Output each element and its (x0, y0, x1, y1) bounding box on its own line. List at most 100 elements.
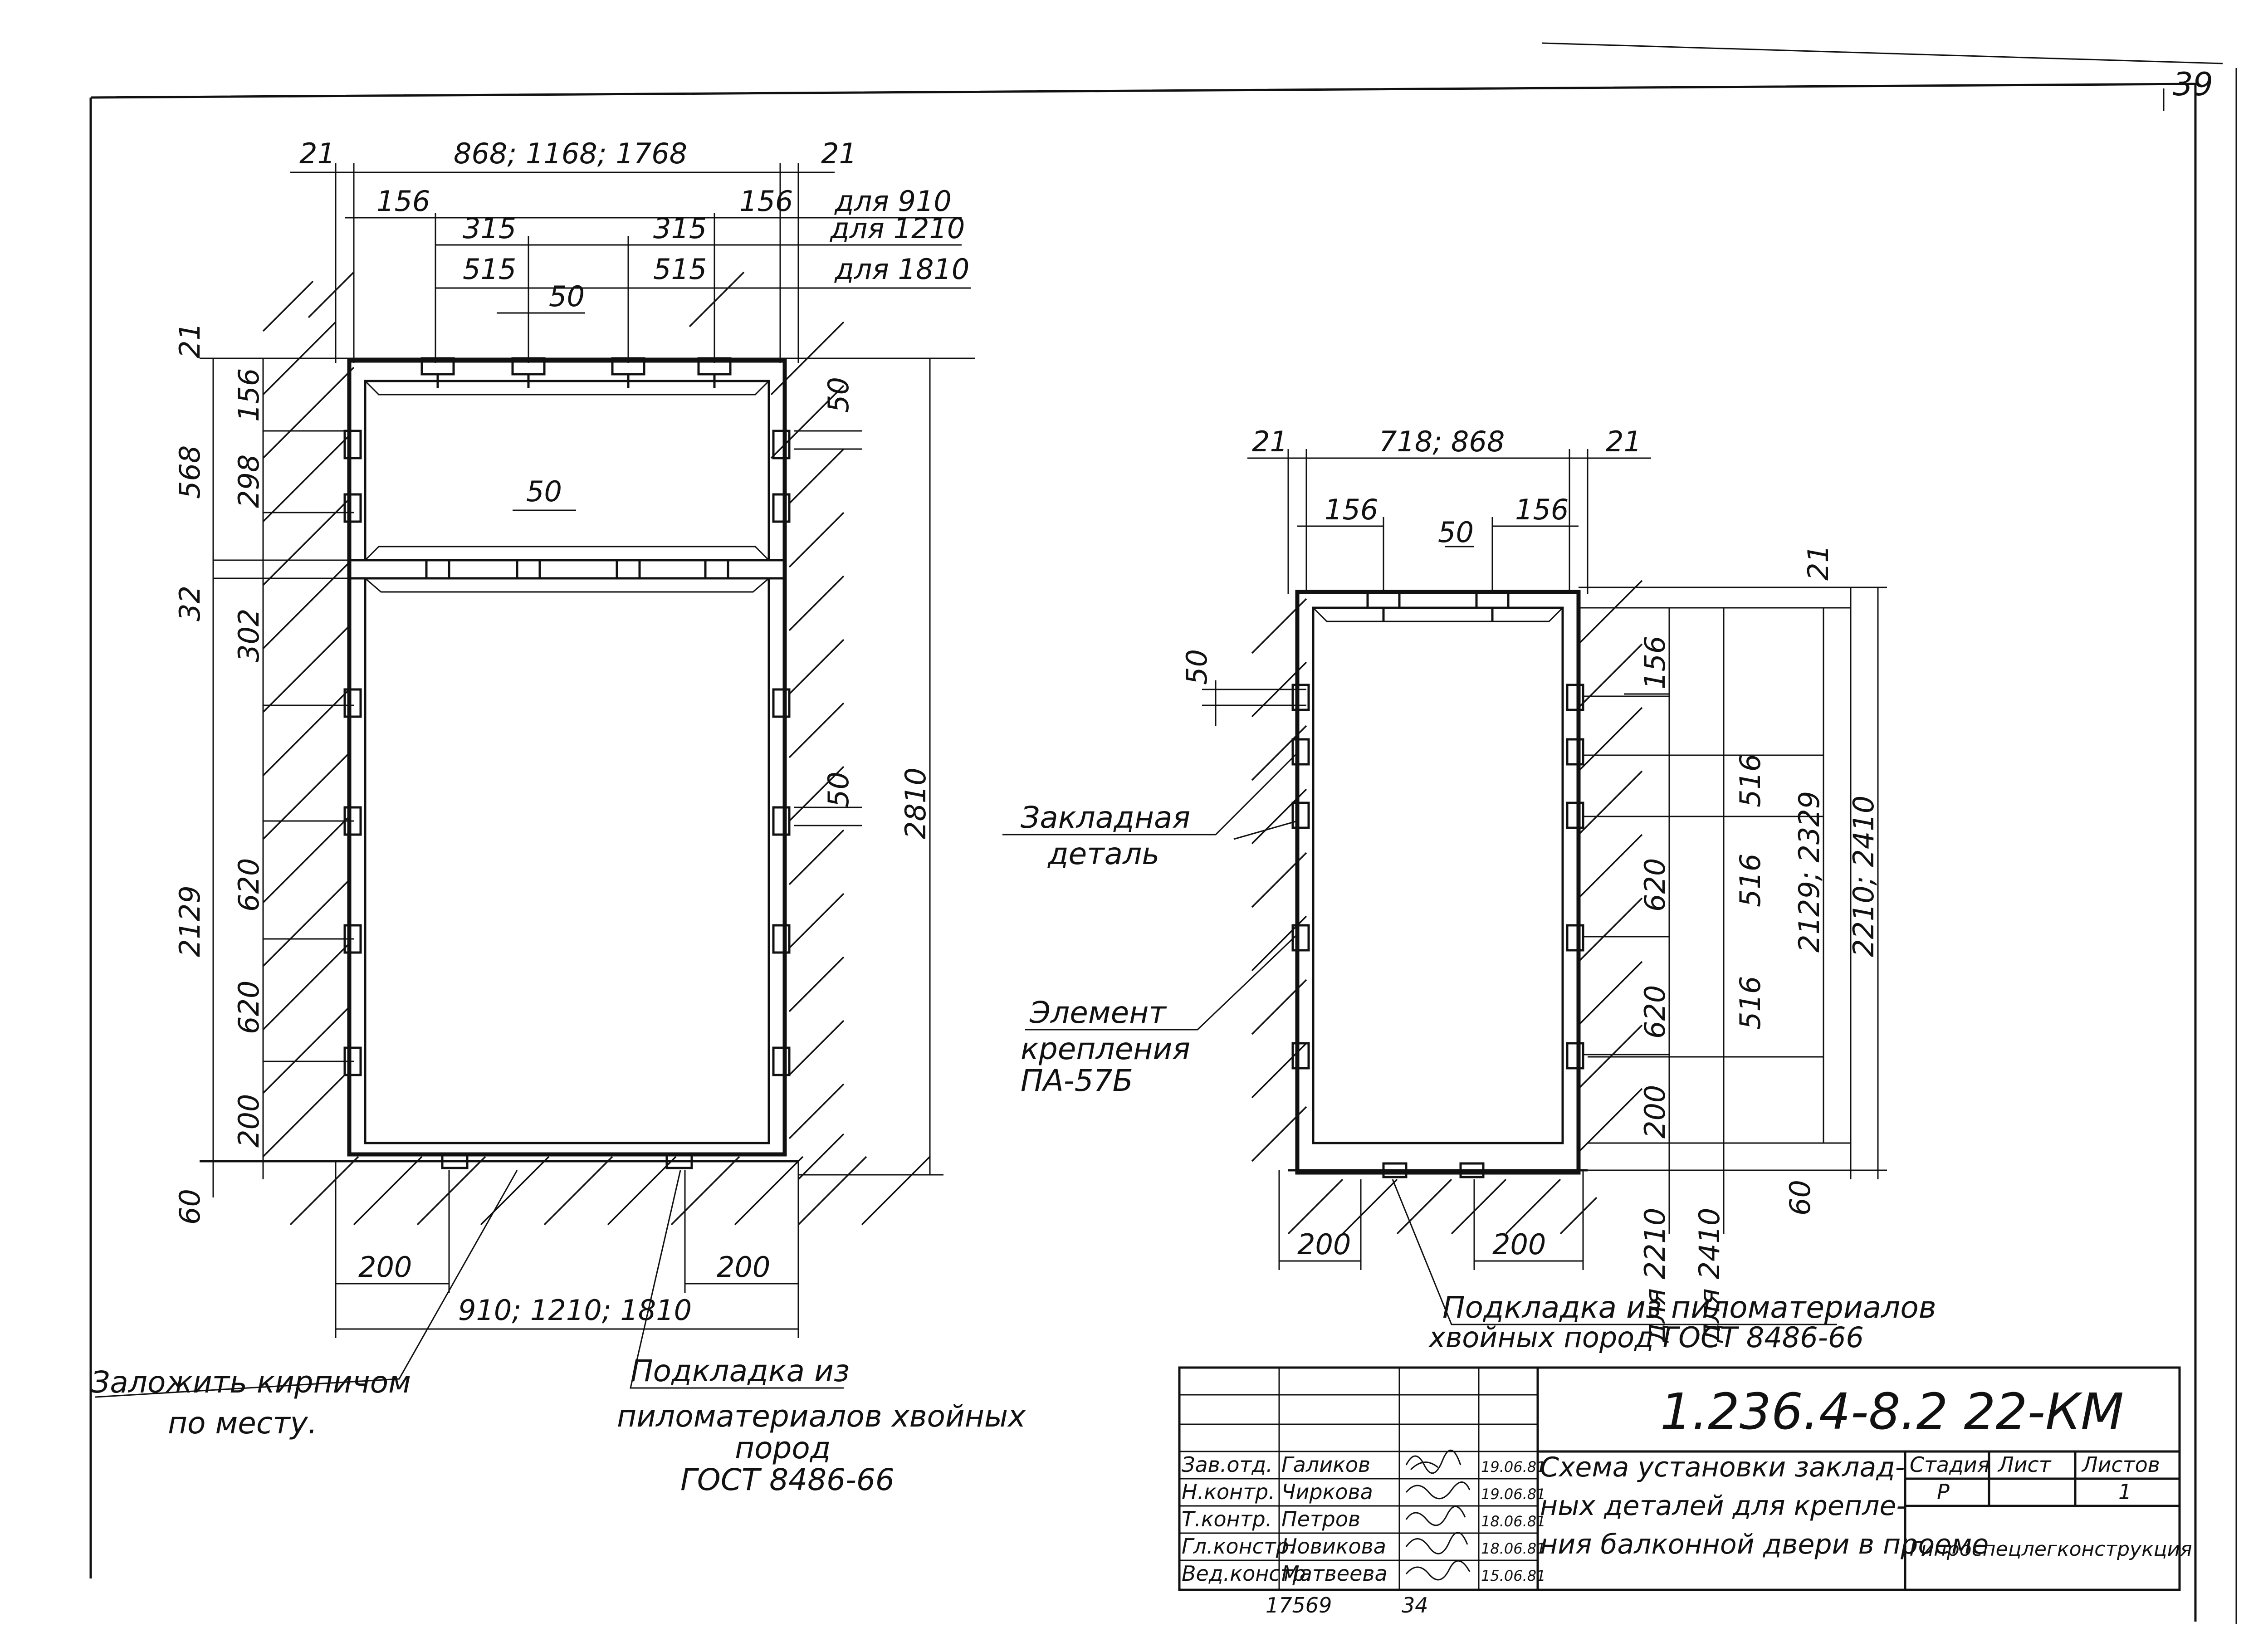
sheet-header: Лист (1997, 1452, 2052, 1477)
left-frame (200, 358, 798, 1163)
dim-right-200-bottom-b: 200 (1492, 1228, 1546, 1261)
dim-right-156-vert: 156 (1638, 636, 1672, 689)
dim-for-910: для 910 (834, 185, 952, 218)
dim-left-50-top: 50 (549, 280, 585, 313)
stage-value: Р (1937, 1480, 1950, 1504)
sig-date-4: 18.06.81 (1481, 1540, 1546, 1557)
dim-left-298: 298 (232, 454, 265, 508)
stage-header: Стадия (1910, 1452, 1989, 1477)
sig-role-5: Вед.констр. (1182, 1561, 1312, 1586)
dim-left-60: 60 (173, 1189, 206, 1225)
organization: Гипроспецлегконструкция (1910, 1538, 2192, 1561)
right-view: 21 718; 868 21 156 156 50 50 21 156 516 … (1002, 425, 1936, 1354)
dim-right-200-vert: 200 (1638, 1085, 1672, 1139)
note-brick-line2: по месту. (168, 1406, 318, 1441)
dim-left-200-bottom-b: 200 (717, 1251, 770, 1284)
title-block (1178, 1366, 2181, 1591)
drawing-code: 1.236.4-8.2 22-КМ (1660, 1383, 2124, 1441)
dim-left-200-bottom-a: 200 (358, 1251, 412, 1284)
dim-right-516-c: 516 (1734, 976, 1767, 1030)
note-pad-left-line2: пиломатериалов хвойных (617, 1399, 1026, 1434)
sheets-header: Листов (2081, 1452, 2160, 1477)
dim-right-156-b: 156 (1515, 493, 1569, 526)
dim-right-60: 60 (1784, 1180, 1817, 1216)
below-number-2: 34 (1402, 1593, 1428, 1617)
dim-left-515-b: 515 (653, 253, 707, 286)
dim-right-516-b: 516 (1734, 854, 1767, 907)
note-pad-right-line1: Подкладка из пиломатериалов (1442, 1290, 1936, 1325)
dim-left-515-a: 515 (463, 253, 516, 286)
dim-left-620-a: 620 (232, 858, 265, 912)
dim-left-2810: 2810 (899, 767, 932, 839)
dim-right-edge-21: 21 (1252, 425, 1288, 458)
sig-date-5: 15.06.81 (1481, 1567, 1546, 1584)
dim-right-width-options: 718; 868 (1379, 425, 1505, 458)
note-pad-left-line4: ГОСТ 8486-66 (680, 1462, 894, 1497)
dim-left-2129: 2129 (173, 885, 206, 957)
dim-left-156-b: 156 (739, 185, 793, 218)
title-line-3: ния балконной двери в проеме (1540, 1529, 1989, 1560)
dim-left-32: 32 (173, 586, 206, 621)
note-pad-right-line2: хвойных пород ГОСТ 8486-66 (1428, 1321, 1864, 1354)
sig-name-4: Новикова (1281, 1534, 1386, 1559)
label-fastener-line2: крепления (1021, 1031, 1190, 1066)
label-embedded-line1: Закладная (1021, 800, 1190, 835)
dim-left-315-b: 315 (653, 212, 707, 245)
dim-for-1810: для 1810 (834, 253, 969, 286)
dim-left-302: 302 (232, 609, 265, 662)
label-embedded-line2: деталь (1047, 836, 1159, 871)
signature-rows: Зав.отд. Галиков 19.06.81 Н.контр. Чирко… (1182, 1450, 1546, 1586)
sig-name-5: Матвеева (1281, 1561, 1388, 1586)
sig-date-1: 19.06.81 (1481, 1458, 1546, 1476)
dim-right-156-a: 156 (1325, 493, 1378, 526)
dim-left-568: 568 (173, 445, 206, 499)
dim-left-315-a: 315 (463, 212, 516, 245)
dim-left-21-vert: 21 (173, 323, 206, 358)
sheets-value: 1 (2118, 1480, 2131, 1504)
sig-role-4: Гл.констр. (1182, 1534, 1296, 1559)
dim-left-width-options: 868; 1168; 1768 (454, 137, 687, 170)
dim-left-200-vert: 200 (232, 1094, 265, 1148)
left-dimension-lines (95, 163, 975, 1398)
dim-left-620-b: 620 (232, 981, 265, 1034)
title-line-2: ных деталей для крепле- (1540, 1490, 1906, 1522)
sig-name-2: Чиркова (1281, 1480, 1373, 1504)
dim-left-edge-21-right: 21 (821, 137, 857, 170)
right-wall-hatching (1251, 580, 1643, 1235)
sheet-frame (89, 42, 2237, 1624)
sig-date-2: 19.06.81 (1481, 1486, 1546, 1503)
note-pad-left-line3: пород (735, 1431, 831, 1466)
dim-right-50-top: 50 (1438, 516, 1474, 549)
left-view: 21 868; 1168; 1768 21 156 156 для 910 31… (91, 137, 1026, 1497)
left-embedded-parts (343, 357, 791, 1169)
dim-left-50-right-b: 50 (822, 772, 855, 807)
sig-date-3: 18.06.81 (1481, 1513, 1546, 1530)
dim-right-200-bottom-a: 200 (1297, 1228, 1351, 1261)
dim-right-21-vert: 21 (1802, 545, 1835, 581)
dim-for-1210: для 1210 (830, 212, 965, 245)
note-brick-line1: Заложить кирпичом (91, 1365, 411, 1400)
dim-left-50-mid: 50 (526, 475, 562, 508)
dim-right-edge-21-right: 21 (1606, 425, 1642, 458)
title-line-1: Схема установки заклад- (1540, 1451, 1905, 1483)
dim-for-2210: для 2210 (1638, 1208, 1672, 1343)
label-fastener-line3: ПА-57Б (1021, 1063, 1133, 1098)
dim-right-516-a: 516 (1734, 754, 1767, 807)
dim-right-620-b: 620 (1638, 985, 1672, 1039)
left-wall-hatching (262, 271, 931, 1226)
below-number-1: 17569 (1266, 1593, 1332, 1617)
sig-name-3: Петров (1281, 1507, 1360, 1531)
dim-left-156-vert: 156 (232, 368, 265, 422)
right-frame (1288, 590, 1588, 1175)
label-fastener-line1: Элемент (1029, 995, 1167, 1030)
dim-left-edge-21: 21 (299, 137, 335, 170)
sig-role-3: Т.контр. (1182, 1507, 1272, 1531)
dim-left-opening: 910; 1210; 1810 (458, 1294, 692, 1327)
dim-left-50-right-a: 50 (822, 377, 855, 413)
dim-right-50-left: 50 (1180, 649, 1213, 685)
sig-role-2: Н.контр. (1182, 1480, 1275, 1504)
dim-right-heights-a: 2129; 2329 (1793, 791, 1826, 953)
dim-for-2410: для 2410 (1693, 1208, 1726, 1343)
handwritten-signatures (1405, 1450, 1471, 1581)
